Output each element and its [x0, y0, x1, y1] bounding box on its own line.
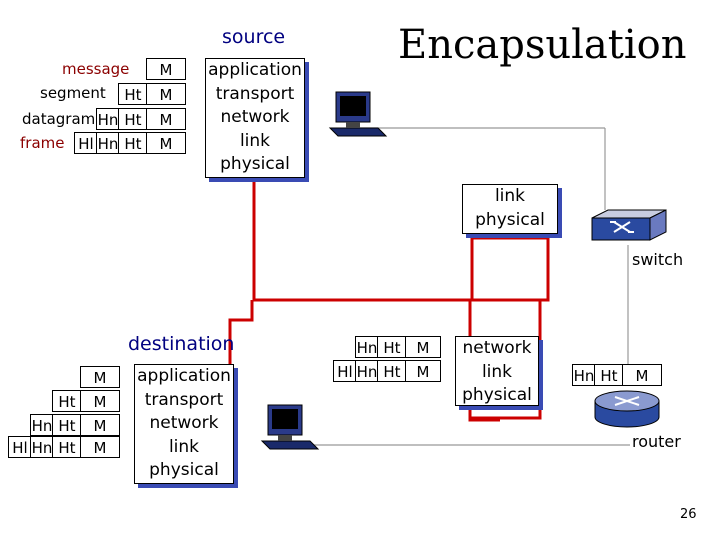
mid-datagram-m: M	[405, 336, 441, 358]
dst-segment-ht: Ht	[52, 390, 82, 412]
page-number: 26	[680, 507, 697, 522]
router-datagram-m: M	[622, 364, 662, 386]
source-label: source	[222, 26, 286, 48]
destination-protocol-stack: application transport network link physi…	[134, 364, 234, 484]
router-layer-network: network	[462, 338, 532, 358]
source-layer-application: application	[208, 60, 302, 80]
src-frame-hn: Hn	[96, 132, 120, 154]
legend-segment: segment	[40, 84, 106, 102]
dest-layer-network: network	[149, 413, 219, 433]
switch-icon	[591, 209, 667, 241]
source-layer-transport: transport	[215, 83, 295, 104]
source-protocol-stack: application transport network link physi…	[205, 58, 305, 178]
src-datagram-hn: Hn	[96, 108, 120, 130]
router-datagram-hn: Hn	[572, 364, 596, 386]
router-protocol-stack: network link physical	[455, 336, 539, 406]
dest-layer-transport: transport	[144, 389, 224, 410]
switch-label: switch	[632, 250, 684, 269]
router-layer-physical: physical	[462, 385, 532, 405]
src-message-m: M	[146, 58, 186, 80]
dest-layer-application: application	[137, 366, 231, 386]
switch-protocol-stack: link physical	[462, 184, 558, 234]
mid-frame-ht: Ht	[377, 360, 407, 382]
router-icon	[594, 390, 660, 428]
mid-datagram-ht: Ht	[377, 336, 407, 358]
source-layer-network: network	[220, 107, 290, 127]
router-datagram-ht: Ht	[594, 364, 624, 386]
switch-layer-physical: physical	[475, 209, 545, 230]
dst-frame-m: M	[80, 436, 120, 458]
dst-datagram-hn: Hn	[30, 414, 54, 436]
legend-datagram: datagram	[22, 110, 96, 128]
legend-frame: frame	[20, 134, 65, 152]
src-segment-ht: Ht	[118, 83, 148, 105]
src-segment-m: M	[146, 83, 186, 105]
src-frame-m: M	[146, 132, 186, 154]
src-datagram-ht: Ht	[118, 108, 148, 130]
dst-segment-m: M	[80, 390, 120, 412]
mid-frame-hn: Hn	[355, 360, 379, 382]
dst-frame-hl: Hl	[8, 436, 32, 458]
mid-datagram-hn: Hn	[355, 336, 379, 358]
destination-host-icon	[260, 404, 320, 450]
src-frame-ht: Ht	[118, 132, 148, 154]
router-label: router	[632, 432, 681, 451]
router-layer-link: link	[481, 361, 513, 382]
switch-layer-link: link	[494, 186, 526, 206]
mid-frame-hl: Hl	[333, 360, 357, 382]
dst-message-m: M	[80, 366, 120, 388]
legend-message: message	[62, 60, 130, 78]
source-layer-physical: physical	[220, 154, 290, 174]
dst-frame-hn: Hn	[30, 436, 54, 458]
source-layer-link: link	[239, 130, 271, 151]
dst-frame-ht: Ht	[52, 436, 82, 458]
slide-title: Encapsulation	[398, 22, 687, 68]
dest-layer-physical: physical	[149, 460, 219, 480]
dst-datagram-ht: Ht	[52, 414, 82, 436]
dest-layer-link: link	[168, 436, 200, 457]
dst-datagram-m: M	[80, 414, 120, 436]
mid-frame-m: M	[405, 360, 441, 382]
src-frame-hl: Hl	[74, 132, 98, 154]
src-datagram-m: M	[146, 108, 186, 130]
destination-label: destination	[128, 333, 235, 355]
source-host-icon	[328, 91, 388, 137]
